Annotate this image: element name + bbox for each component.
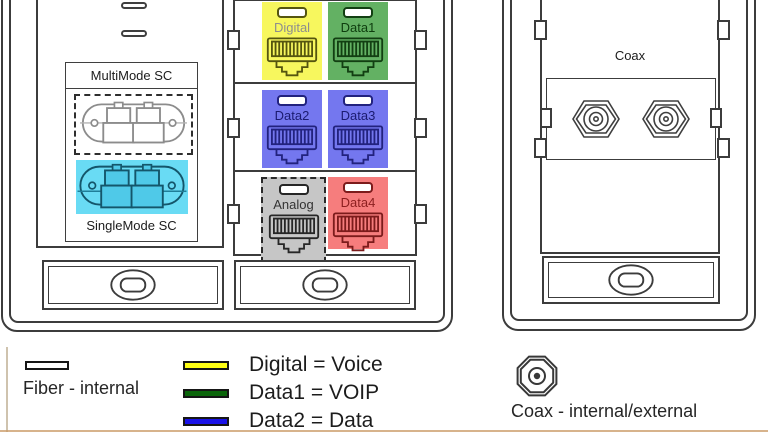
jack-analog: Analog [261,177,326,263]
page-border-artifact [6,347,8,432]
jack-label: Data4 [340,195,376,210]
frame-notch [717,138,730,158]
data1-legend-swatch [183,389,229,398]
label-slot-icon [277,7,307,18]
data2-legend-swatch [183,417,229,426]
fiber-connector-box: MultiMode SC [65,62,198,242]
coax-legend-label: Coax - internal/external [511,401,698,421]
row-divider [235,170,415,172]
fiber-legend-label: Fiber - internal [23,378,140,398]
coax-legend-icon [514,353,560,399]
row-divider [235,82,415,84]
fiber-legend-swatch [25,361,69,370]
label-slot-icon [277,95,307,106]
coax-connector-icon [572,99,620,139]
oval-window-icon [108,268,158,302]
label-window [240,266,410,304]
oval-window-icon [606,263,656,297]
mounting-tab [227,204,240,224]
data1-legend-label: Data1 = VOIP [249,381,380,404]
label-window [48,266,218,304]
fiber-module: MultiMode SC [36,0,224,248]
mounting-tab [227,118,240,138]
oval-window-icon [300,268,350,302]
frame-notch [717,20,730,40]
jack-data4: Data4 [328,177,388,249]
coax-module: Coax [534,0,730,254]
label-window [548,262,714,298]
rj45-jack-icon [332,212,384,254]
rj45-jack-icon [266,125,318,167]
page-border-artifact [0,430,768,432]
rj45-jack-icon [332,125,384,167]
label-slot-icon [121,2,147,9]
mounting-tab [414,118,427,138]
jack-label: Digital [273,20,311,35]
digital-legend-swatch [183,361,229,370]
label-slot-icon [343,7,373,18]
mounting-tab [414,204,427,224]
label-slot-icon [343,95,373,106]
singlemode-sc-connector-icon [76,160,188,214]
coax-label: Coax [614,48,646,63]
rj45-module: Digital Data1 Data2 Data3 Analog Dat [227,0,427,263]
label-slot-icon [121,30,147,37]
coax-label-holder [542,256,720,304]
digital-legend-label: Digital = Voice [249,353,383,376]
rj45-jack-icon [268,214,320,256]
jack-data1: Data1 [328,2,388,80]
frame-notch [534,20,547,40]
label-slot-icon [343,182,373,193]
rj45-jack-icon [266,37,318,79]
data2-legend-label: Data2 = Data [249,409,374,432]
jack-label: Data3 [340,108,376,123]
rj45-label-holder [234,260,416,310]
rj45-jack-icon [332,37,384,79]
frame-notch [534,138,547,158]
jack-label: Data2 [274,108,310,123]
jack-label: Analog [273,197,314,212]
mounting-tab [540,108,552,128]
singlemode-sc-label: SingleMode SC [86,218,177,233]
jack-label: Data1 [340,20,376,35]
jack-data2: Data2 [262,90,322,168]
mounting-tab [414,30,427,50]
fiber-label-holder [42,260,224,310]
jack-data3: Data3 [328,90,388,168]
mounting-tab [710,108,722,128]
multimode-sc-label: MultiMode SC [66,63,197,89]
mounting-tab [227,30,240,50]
multimode-sc-connector-icon [74,94,193,155]
label-slot-icon [278,184,309,195]
coax-connector-box [540,78,722,160]
jack-digital: Digital [262,2,322,80]
coax-connector-icon [642,99,690,139]
